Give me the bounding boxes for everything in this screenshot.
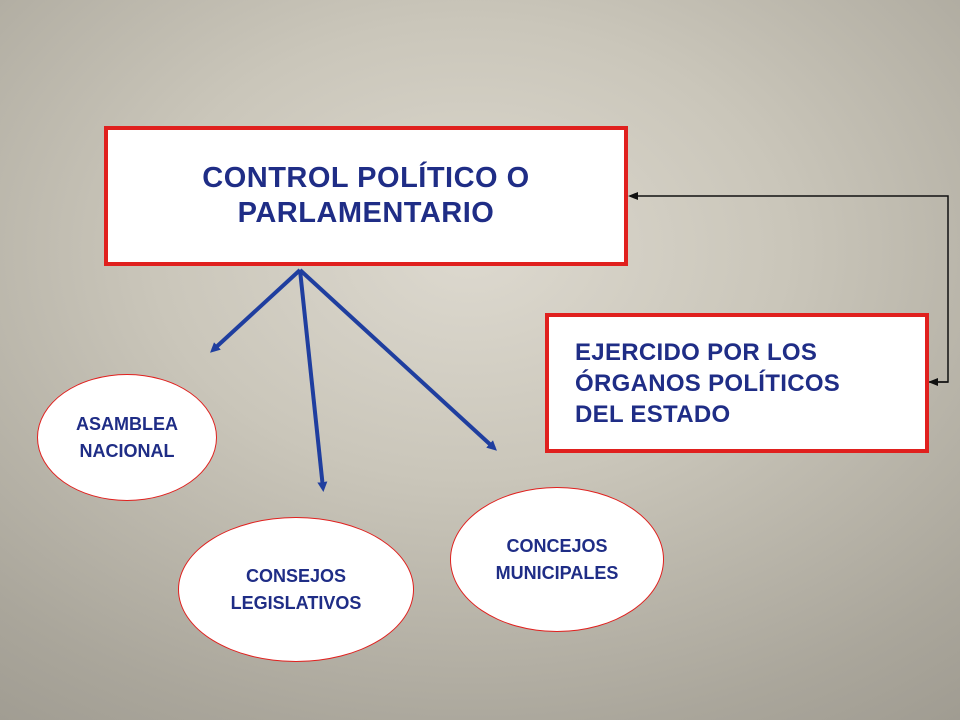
node-asamblea-nacional: ASAMBLEA NACIONAL xyxy=(37,374,217,501)
node-consejos-legislativos: CONSEJOS LEGISLATIVOS xyxy=(178,517,414,662)
side-note-label: EJERCIDO POR LOS ÓRGANOS POLÍTICOS DEL E… xyxy=(575,339,841,428)
node-consejos-label: CONSEJOS LEGISLATIVOS xyxy=(230,565,362,613)
arrow-to-concejos xyxy=(298,268,497,451)
arrow-to-consejos xyxy=(298,269,328,492)
arrow-to-asamblea xyxy=(210,268,302,353)
node-concejos-municipales: CONCEJOS MUNICIPALES xyxy=(450,487,664,632)
main-concept-box: CONTROL POLÍTICO O PARLAMENTARIO xyxy=(104,126,628,266)
main-concept-label: CONTROL POLÍTICO O PARLAMENTARIO xyxy=(202,162,530,229)
node-asamblea-label: ASAMBLEA NACIONAL xyxy=(76,413,178,461)
node-concejos-label: CONCEJOS MUNICIPALES xyxy=(495,535,619,583)
side-note-box: EJERCIDO POR LOS ÓRGANOS POLÍTICOS DEL E… xyxy=(545,313,929,453)
